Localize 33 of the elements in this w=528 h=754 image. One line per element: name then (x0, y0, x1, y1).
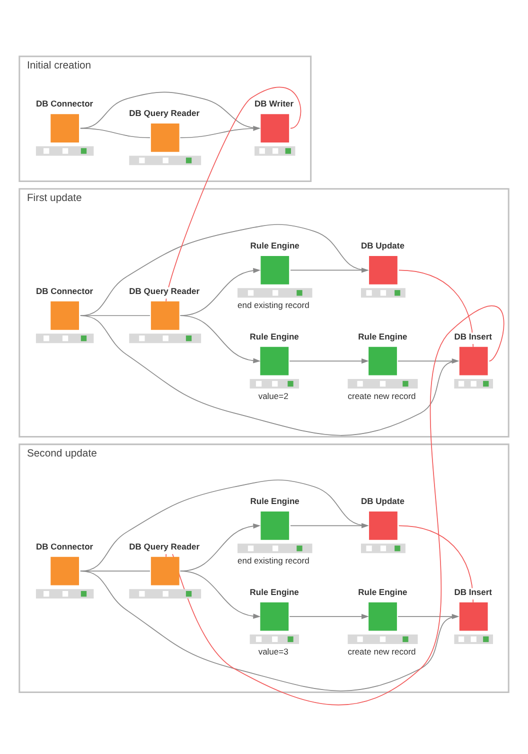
node-label: Rule Engine (250, 240, 300, 251)
node-text: DB Query Reader (129, 286, 200, 296)
arrow (180, 268, 261, 316)
node-label: DB Connector (36, 286, 94, 296)
node-label: value=2 (258, 391, 288, 402)
arrow (289, 358, 369, 364)
node-label: end existing record (238, 300, 310, 310)
arrow (180, 315, 261, 364)
node-label: Rule Engine (250, 586, 299, 597)
node-label: DB Update (360, 496, 404, 506)
node-label: end existing record (238, 556, 310, 566)
node-label: Rule Engine (250, 331, 299, 342)
node-label: Rule Engine (358, 331, 408, 342)
arrow (289, 614, 369, 620)
node-label: create new record (348, 646, 416, 657)
node-label: DB Writer (254, 98, 294, 109)
node-label: DB Query Reader (129, 108, 200, 118)
arrow (180, 523, 261, 572)
connector (80, 315, 150, 316)
connector (398, 525, 474, 603)
connector (398, 270, 474, 348)
connector (166, 86, 302, 302)
node-label: DB Connector (36, 98, 94, 109)
node-label: Rule Engine (358, 586, 408, 597)
node-label: create new record (348, 391, 416, 402)
node-label: DB Connector (36, 542, 94, 552)
node-label: value=3 (258, 646, 288, 657)
node-label: Rule Engine (250, 496, 300, 506)
connector (80, 570, 150, 572)
node-label: DB Update (360, 240, 404, 251)
connector (80, 92, 260, 129)
connector (166, 305, 504, 706)
arrow (180, 570, 261, 619)
